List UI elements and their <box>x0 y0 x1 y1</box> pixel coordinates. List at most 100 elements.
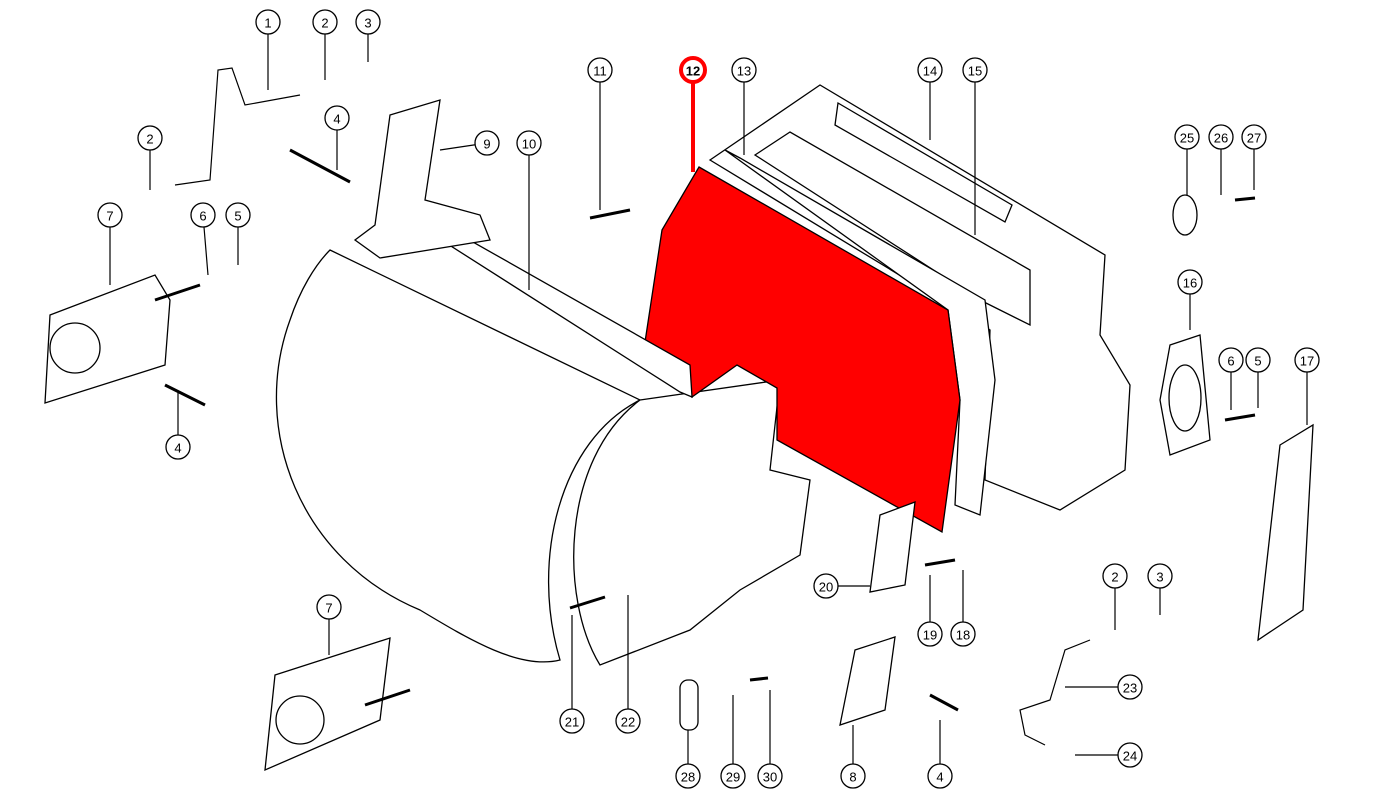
callout-25[interactable]: 25 <box>1174 124 1200 150</box>
callout-circle <box>757 763 783 789</box>
callout-circle <box>1245 347 1271 373</box>
callout-1[interactable]: 1 <box>255 9 281 35</box>
strip-14[interactable] <box>834 101 1013 223</box>
callout-number: 4 <box>174 441 181 456</box>
callout-circle <box>587 57 613 83</box>
callout-number: 5 <box>234 209 241 224</box>
callout-number: 15 <box>968 64 982 79</box>
callout-circle <box>312 9 338 35</box>
callout-number: 9 <box>483 137 490 152</box>
callout-circle <box>813 573 839 599</box>
callout-number: 6 <box>1227 354 1234 369</box>
callout-circle <box>927 763 953 789</box>
callout-circle <box>1208 124 1234 150</box>
callout-number: 8 <box>849 770 856 785</box>
callout-7[interactable]: 7 <box>316 594 342 620</box>
callout-circle <box>679 56 707 84</box>
callout-22[interactable]: 22 <box>615 708 641 734</box>
callout-13[interactable]: 13 <box>731 57 757 83</box>
highlighted-panel-12[interactable] <box>644 166 961 534</box>
callout-number: 14 <box>923 64 937 79</box>
callout-21[interactable]: 21 <box>559 708 585 734</box>
callout-circle <box>316 594 342 620</box>
callout-number: 4 <box>333 112 340 127</box>
callout-2[interactable]: 2 <box>1102 563 1128 589</box>
callout-number: 5 <box>1254 354 1261 369</box>
side-panel-17[interactable] <box>1257 423 1314 642</box>
callout-20[interactable]: 20 <box>813 573 839 599</box>
callout-circle <box>559 708 585 734</box>
link-28[interactable] <box>679 679 699 731</box>
bracket-9[interactable] <box>353 99 491 259</box>
callout-circle <box>165 434 191 460</box>
callout-4[interactable]: 4 <box>324 105 350 131</box>
callout-number: 7 <box>106 209 113 224</box>
callout-23[interactable]: 23 <box>1117 674 1143 700</box>
callout-number: 27 <box>1247 131 1261 146</box>
drum-housing[interactable] <box>275 249 642 663</box>
callout-number: 12 <box>686 64 700 79</box>
callout-14[interactable]: 14 <box>917 57 943 83</box>
callout-4[interactable]: 4 <box>927 763 953 789</box>
callout-circle <box>962 57 988 83</box>
callout-circle <box>950 621 976 647</box>
callout-circle <box>1147 563 1173 589</box>
callout-number: 21 <box>565 715 579 730</box>
callout-circle <box>720 763 746 789</box>
callout-6[interactable]: 6 <box>190 202 216 228</box>
callout-number: 26 <box>1214 131 1228 146</box>
callout-circle <box>355 9 381 35</box>
pipe-23[interactable] <box>1019 639 1091 746</box>
callout-9[interactable]: 9 <box>474 130 500 156</box>
callout-5[interactable]: 5 <box>225 202 251 228</box>
rubber-mount-25[interactable] <box>1172 194 1198 236</box>
callout-circle <box>516 130 542 156</box>
callout-circle <box>1177 269 1203 295</box>
callout-number: 17 <box>1300 354 1314 369</box>
callout-number: 2 <box>1111 570 1118 585</box>
callout-17[interactable]: 17 <box>1294 347 1320 373</box>
callout-number: 13 <box>737 64 751 79</box>
callout-2[interactable]: 2 <box>137 125 163 151</box>
callout-29[interactable]: 29 <box>720 763 746 789</box>
callout-circle <box>1218 347 1244 373</box>
callout-number: 18 <box>956 628 970 643</box>
callout-12[interactable]: 12 <box>679 56 707 84</box>
callout-number: 20 <box>819 580 833 595</box>
callout-number: 23 <box>1123 681 1137 696</box>
callout-circle <box>225 202 251 228</box>
plate-hole <box>49 322 101 374</box>
bracket-8[interactable] <box>839 636 896 726</box>
callout-6[interactable]: 6 <box>1218 347 1244 373</box>
callout-19[interactable]: 19 <box>917 621 943 647</box>
callout-24[interactable]: 24 <box>1117 742 1143 768</box>
callout-circle <box>1117 674 1143 700</box>
callout-number: 25 <box>1180 131 1194 146</box>
callout-8[interactable]: 8 <box>840 763 866 789</box>
callout-7[interactable]: 7 <box>97 202 123 228</box>
callout-3[interactable]: 3 <box>355 9 381 35</box>
callout-number: 28 <box>681 770 695 785</box>
callout-18[interactable]: 18 <box>950 621 976 647</box>
callout-11[interactable]: 11 <box>587 57 613 83</box>
callout-5[interactable]: 5 <box>1245 347 1271 373</box>
callout-circle <box>255 9 281 35</box>
callout-30[interactable]: 30 <box>757 763 783 789</box>
callout-10[interactable]: 10 <box>516 130 542 156</box>
callout-4[interactable]: 4 <box>165 434 191 460</box>
callout-15[interactable]: 15 <box>962 57 988 83</box>
callout-number: 2 <box>321 16 328 31</box>
callout-2[interactable]: 2 <box>312 9 338 35</box>
callout-27[interactable]: 27 <box>1241 124 1267 150</box>
callout-16[interactable]: 16 <box>1177 269 1203 295</box>
callout-circle <box>97 202 123 228</box>
callout-26[interactable]: 26 <box>1208 124 1234 150</box>
callout-circle <box>1241 124 1267 150</box>
drum-end-frame[interactable] <box>573 379 811 666</box>
bracket-20[interactable] <box>869 501 916 593</box>
callout-3[interactable]: 3 <box>1147 563 1173 589</box>
pipe-1[interactable] <box>174 67 301 186</box>
callout-28[interactable]: 28 <box>675 763 701 789</box>
callout-circle <box>474 130 500 156</box>
